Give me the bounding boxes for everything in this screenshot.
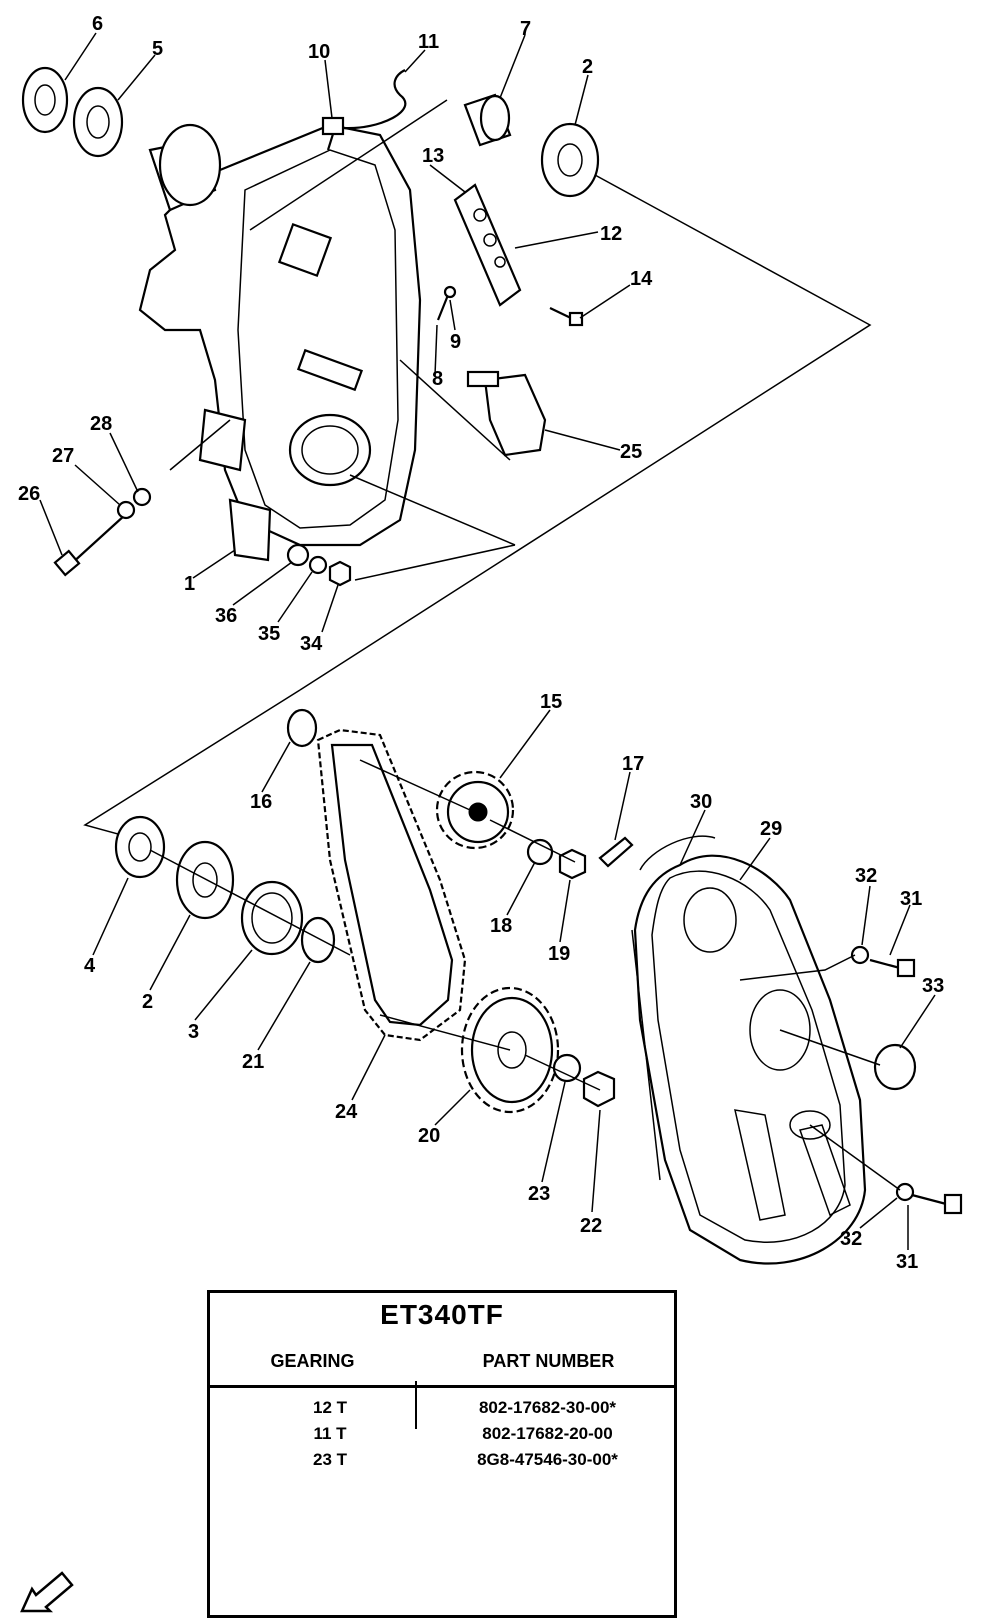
plug-33 [873,1043,917,1091]
callout-31-lower: 31 [896,1251,918,1273]
callout-32-upper: 32 [855,865,877,887]
washer-36 [286,543,310,567]
header-divider [415,1381,417,1429]
callout-25: 25 [620,441,642,463]
front-arrow-icon [20,1571,74,1613]
washer-18 [526,838,554,866]
callout-9: 9 [450,331,461,353]
gearing-cell: 11 T [313,1424,347,1443]
bearing-4 [114,815,166,879]
table-row: 12 T 802-17682-30-00* [210,1398,674,1424]
wire-11 [342,69,407,130]
callout-24: 24 [335,1101,358,1123]
callout-30: 30 [690,791,712,813]
table-body: 12 T 802-17682-30-00* 11 T 802-17682-20-… [210,1398,674,1476]
sprocket-15 [435,770,515,850]
callout-11: 11 [418,31,439,53]
callout-32-lower: 32 [840,1228,862,1250]
callout-4: 4 [84,955,96,977]
callout-13: 13 [422,145,444,167]
table-title: ET340TF [380,1299,504,1330]
callout-16: 16 [250,791,272,813]
assembly-guide-lines [83,99,872,841]
sprocket-20 [460,986,560,1114]
key-17 [598,836,634,868]
washer-32-upper [850,945,870,965]
seal-16 [286,708,318,748]
callout-3: 3 [188,1021,199,1043]
drive-chain-24 [316,728,467,1042]
header-gearing: GEARING [270,1351,355,1371]
bearing-2-bottom [175,840,235,920]
callout-28: 28 [90,413,112,435]
callout-10: 10 [308,41,330,63]
callout-labels: 6 5 10 11 7 2 13 12 14 9 8 25 28 27 26 1… [18,13,944,1273]
callout-8: 8 [432,368,443,390]
bolt-14 [549,307,584,327]
sensor-10 [321,116,345,151]
assembly-guide-lines-lower [149,759,901,1191]
callout-1: 1 [184,573,195,595]
bolt-26 [53,514,126,577]
callout-20: 20 [418,1125,440,1147]
leader-lines [39,32,936,1250]
callout-36: 36 [215,605,237,627]
chaincase-housing [138,123,422,562]
callout-34: 34 [300,633,323,655]
screw-8-9 [436,285,457,321]
washer-27 [116,500,136,520]
nut-19 [558,848,587,880]
table-header: GEARING PART NUMBER [210,1337,674,1429]
callout-33: 33 [922,975,944,997]
bearing-6 [21,66,69,134]
callout-35: 35 [258,623,280,645]
callout-22: 22 [580,1215,602,1237]
washer-35 [308,555,328,575]
callout-31-upper: 31 [900,888,922,910]
washer-32-lower [895,1182,915,1202]
part-number-cell: 802-17682-20-00 [482,1424,613,1443]
callout-5: 5 [152,38,163,60]
callout-2-top: 2 [582,56,593,78]
nut-34 [328,560,352,587]
collar-21 [300,916,336,964]
gearing-cell: 23 T [312,1450,348,1469]
callout-2-bottom: 2 [142,991,153,1013]
callout-18: 18 [490,915,512,937]
callout-14: 14 [630,268,653,290]
circlip-3 [240,880,304,956]
callout-27: 27 [52,445,74,467]
gearing-cell: 12 T [312,1398,348,1417]
callout-21: 21 [242,1051,264,1073]
callout-26: 26 [18,483,40,505]
part-number-cell: 802-17682-30-00* [478,1398,617,1417]
bearing-2-top [540,122,600,198]
callout-17: 17 [622,753,644,775]
cover-gasket-30 [631,835,716,1181]
part-number-cell: 8G8-47546-30-00* [477,1450,618,1469]
table-row: 11 T 802-17682-20-00 [210,1424,674,1450]
callout-6: 6 [92,13,103,35]
bolt-31-upper [869,958,916,978]
bolt-31-lower [911,1193,963,1215]
table-row: 23 T 8G8-47546-30-00* [210,1450,674,1476]
callout-15: 15 [540,691,562,713]
callout-23: 23 [528,1183,550,1205]
chaincase-cover-29 [633,854,867,1265]
tensioner-25 [466,370,547,457]
gearing-part-number-table: ET340TF GEARING PART NUMBER 12 T 802-176… [207,1290,677,1618]
washer-28 [132,487,152,507]
tensioner-plate-12 [453,183,522,307]
bearing-5 [72,86,124,158]
callout-19: 19 [548,943,570,965]
callout-7: 7 [520,18,531,40]
callout-29: 29 [760,818,782,840]
collar-7 [463,93,512,147]
header-part-number: PART NUMBER [482,1351,615,1371]
callout-12: 12 [600,223,622,245]
washer-23 [552,1053,582,1083]
